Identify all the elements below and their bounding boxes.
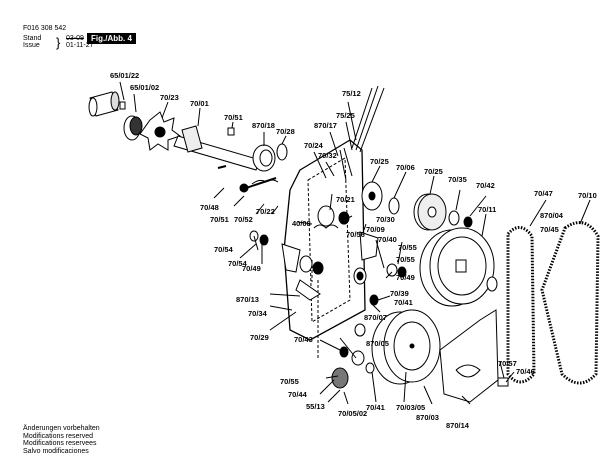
part-label: 70/11 (478, 205, 496, 214)
part-label: 70/55 (396, 255, 415, 264)
part-label: 70/05/02 (338, 409, 367, 418)
coupling-part (119, 101, 143, 141)
issue-value: 01-11-27 (66, 42, 94, 49)
part-label: 70/55 (398, 243, 417, 252)
part-label: 870/07 (364, 313, 387, 322)
bearing-870-18 (252, 144, 276, 172)
part-label: 70/35 (448, 175, 467, 184)
part-label: 70/42 (476, 181, 495, 190)
part-label: 70/29 (250, 333, 269, 342)
stand-value: 03-09 (66, 35, 84, 42)
part-label: 70/23 (160, 93, 179, 102)
part-label: 70/52 (234, 215, 253, 224)
stand-label: Stand (23, 35, 42, 42)
part-label: 870/18 (252, 121, 275, 130)
part-label: 70/54 (228, 259, 248, 268)
footer-line-de: Änderungen vorbehalten (23, 425, 100, 432)
part-label: 70/48 (200, 203, 219, 212)
footer-notes: Änderungen vorbehalten Modifications res… (23, 425, 100, 455)
part-label: 70/25 (370, 157, 389, 166)
belt-guard (439, 309, 499, 403)
part-label: 70/57 (498, 359, 517, 368)
lower-pulley-870-03 (371, 309, 441, 385)
part-label: 70/54 (214, 245, 234, 254)
part-label: 70/25 (424, 167, 443, 176)
part-label: 70/41 (394, 298, 413, 307)
pulley-70-06 (361, 181, 383, 211)
drive-shaft (173, 125, 261, 171)
brace-icon: } (56, 35, 61, 50)
figure-label: Fig./Abb. 4 (87, 33, 136, 44)
part-label: 70/30 (376, 215, 395, 224)
part-label: 70/32 (318, 151, 337, 160)
part-label: 70/09 (366, 225, 385, 234)
part-label: 70/22 (256, 207, 275, 216)
part-label: 70/51 (210, 215, 229, 224)
part-label: 70/06 (396, 163, 415, 172)
large-pulley-70-10 (419, 227, 495, 307)
part-label: 70/55 (280, 377, 299, 386)
footer-line-fr: Modifications reservees (23, 440, 97, 448)
pulley-70-35 (413, 193, 447, 231)
star-coupling (139, 111, 182, 151)
belt-70-45 (506, 226, 536, 384)
doc-number: F016 308 542 (23, 25, 67, 32)
part-label: 65/01/22 (110, 71, 139, 80)
part-label: 70/49 (396, 273, 415, 282)
part-label: 70/51 (224, 113, 243, 122)
part-label: 870/04 (540, 211, 564, 220)
part-label: 70/24 (304, 141, 324, 150)
part-label: 70/21 (336, 195, 355, 204)
part-label: 75/25 (336, 111, 355, 120)
part-label: 870/03 (416, 413, 439, 422)
part-label: 40/08 (292, 219, 311, 228)
part-label: 70/01 (190, 99, 209, 108)
issue-label: Issue (23, 42, 40, 49)
part-label: 870/05 (366, 339, 389, 348)
part-label: 70/39 (390, 289, 409, 298)
part-label: 55/13 (306, 402, 325, 411)
part-label: 70/44 (288, 390, 308, 399)
part-label: 70/49 (242, 264, 261, 273)
part-label: 870/17 (314, 121, 337, 130)
part-label: 70/43 (294, 335, 313, 344)
part-label: 70/56 (346, 230, 365, 239)
part-label: 70/41 (366, 403, 385, 412)
part-label: 75/12 (342, 89, 361, 98)
footer-line-en: Modifications reserved (23, 432, 94, 440)
part-label: 70/45 (540, 225, 559, 234)
part-label: 870/14 (446, 421, 470, 430)
part-label: 70/28 (276, 127, 295, 136)
footer-line-es: Salvo modificaciones (23, 447, 89, 455)
part-label: 70/03/05 (396, 403, 425, 412)
belt-70-11 (540, 221, 600, 385)
frame-plate (283, 139, 366, 341)
part-label: 70/10 (578, 191, 597, 200)
part-label: 70/47 (534, 189, 553, 198)
part-label: 70/40 (378, 235, 397, 244)
part-label: 65/01/02 (130, 83, 159, 92)
part-label: 70/34 (248, 309, 268, 318)
part-label: 70/46 (516, 367, 535, 376)
part-label: 870/13 (236, 295, 259, 304)
shaft-tube (88, 91, 120, 117)
